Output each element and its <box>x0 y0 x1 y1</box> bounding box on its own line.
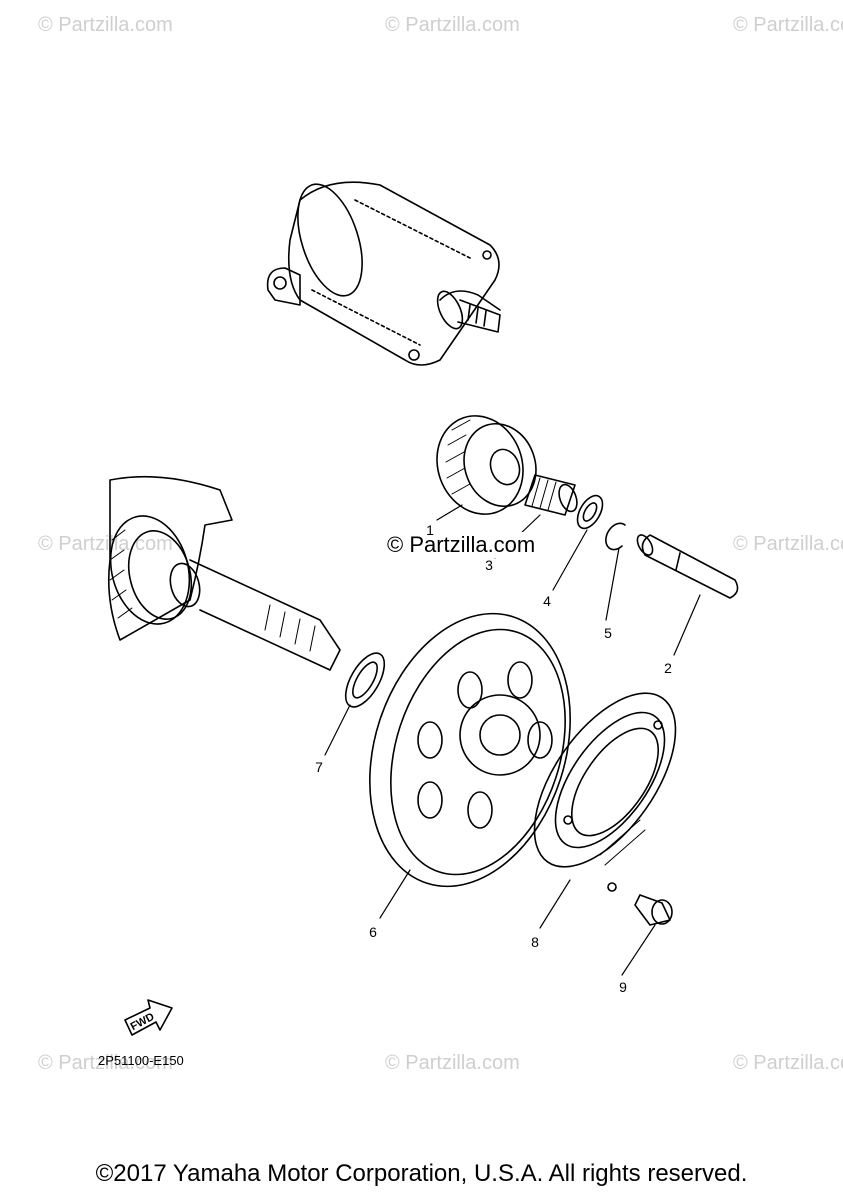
leader-line-6 <box>379 869 411 919</box>
washer-part-7 <box>344 652 386 708</box>
callout-5: 5 <box>604 625 612 641</box>
starter-motor <box>266 181 501 366</box>
callout-2: 2 <box>664 660 672 676</box>
callout-9: 9 <box>619 979 627 995</box>
callout-7: 7 <box>315 759 323 775</box>
one-way-clutch-part-8 <box>533 692 677 892</box>
watermark-top-right: © Partzilla.com <box>733 14 843 36</box>
watermark-top-left: © Partzilla.com <box>38 14 173 36</box>
watermark-bottom-left: © Partzilla.com <box>38 1052 173 1074</box>
leader-line-1 <box>436 504 463 521</box>
washer-part-7-inner <box>352 661 378 699</box>
leader-line-8 <box>539 879 571 929</box>
idler-gear-part-1 <box>436 415 537 515</box>
diagram-code: 2P51100-E150 <box>98 1053 184 1068</box>
bolt-part-9 <box>634 894 673 926</box>
watermark-bottom-right: © Partzilla.com <box>733 1052 843 1074</box>
leader-line-2 <box>673 594 701 656</box>
watermark-mid-left: © Partzilla.com <box>38 533 173 555</box>
leader-line-7 <box>324 704 351 756</box>
callout-8: 8 <box>531 934 539 950</box>
washer-part-4 <box>576 494 604 530</box>
washer-part-4-inner <box>582 502 598 522</box>
watermark-top-center: © Partzilla.com <box>385 14 520 36</box>
callout-4: 4 <box>543 593 551 609</box>
callout-6: 6 <box>369 924 377 940</box>
starter-wheel-gear-part-6 <box>369 612 571 888</box>
watermark-mid-right: © Partzilla.com <box>733 533 843 555</box>
watermark-center: © Partzilla.com <box>385 532 538 558</box>
circlip-part-5 <box>605 522 626 551</box>
callout-1: 1 <box>426 522 434 538</box>
callout-3: 3 <box>485 557 493 573</box>
watermark-bottom-center: © Partzilla.com <box>385 1052 520 1074</box>
crankshaft-assembly <box>108 475 341 671</box>
leader-line-9 <box>621 924 656 976</box>
fwd-arrow-icon <box>124 999 173 1036</box>
copyright-text: ©2017 Yamaha Motor Corporation, U.S.A. A… <box>95 1160 748 1187</box>
needle-bearing-part-3 <box>524 474 578 516</box>
leader-line-4 <box>552 529 588 591</box>
leader-line-5 <box>605 547 620 621</box>
shaft-part-2 <box>636 534 739 599</box>
